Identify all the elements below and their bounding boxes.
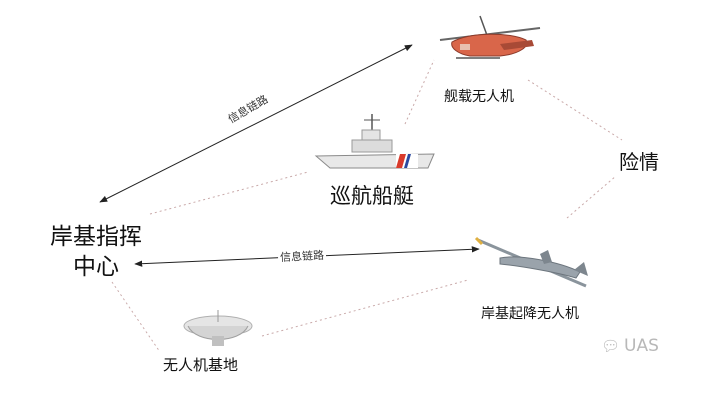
dotted-center-base bbox=[111, 281, 161, 353]
dotted-center-boat bbox=[149, 171, 309, 215]
shore-uav-icon bbox=[474, 236, 588, 288]
satellite-dish-icon bbox=[183, 310, 253, 346]
shipborne-uav-label: 舰载无人机 bbox=[444, 89, 514, 105]
command-center-line2: 中心 bbox=[73, 254, 119, 280]
patrol-boat-icon bbox=[314, 114, 435, 169]
dotted-uav-danger bbox=[566, 175, 617, 219]
info-link-label-2: 信息链路 bbox=[277, 246, 327, 266]
info-link-arrow-heli bbox=[99, 44, 413, 203]
watermark-text: UAS bbox=[624, 336, 659, 356]
dotted-base-uav bbox=[261, 279, 469, 337]
watermark: 💬︎UAS bbox=[601, 336, 659, 356]
shore-uav-label: 岸基起降无人机 bbox=[481, 306, 579, 322]
uav-base-label: 无人机基地 bbox=[163, 356, 239, 374]
danger-label: 险情 bbox=[619, 150, 659, 174]
command-center-line1: 岸基指挥 bbox=[50, 224, 142, 250]
dotted-heli-danger bbox=[527, 79, 623, 141]
dotted-boat-heli bbox=[404, 59, 435, 125]
helicopter-icon bbox=[439, 15, 541, 59]
chat-bubble-icon: 💬︎ bbox=[601, 337, 621, 355]
patrol-boat-label: 巡航船艇 bbox=[330, 184, 414, 208]
command-center-label: 岸基指挥 中心 bbox=[40, 222, 152, 282]
